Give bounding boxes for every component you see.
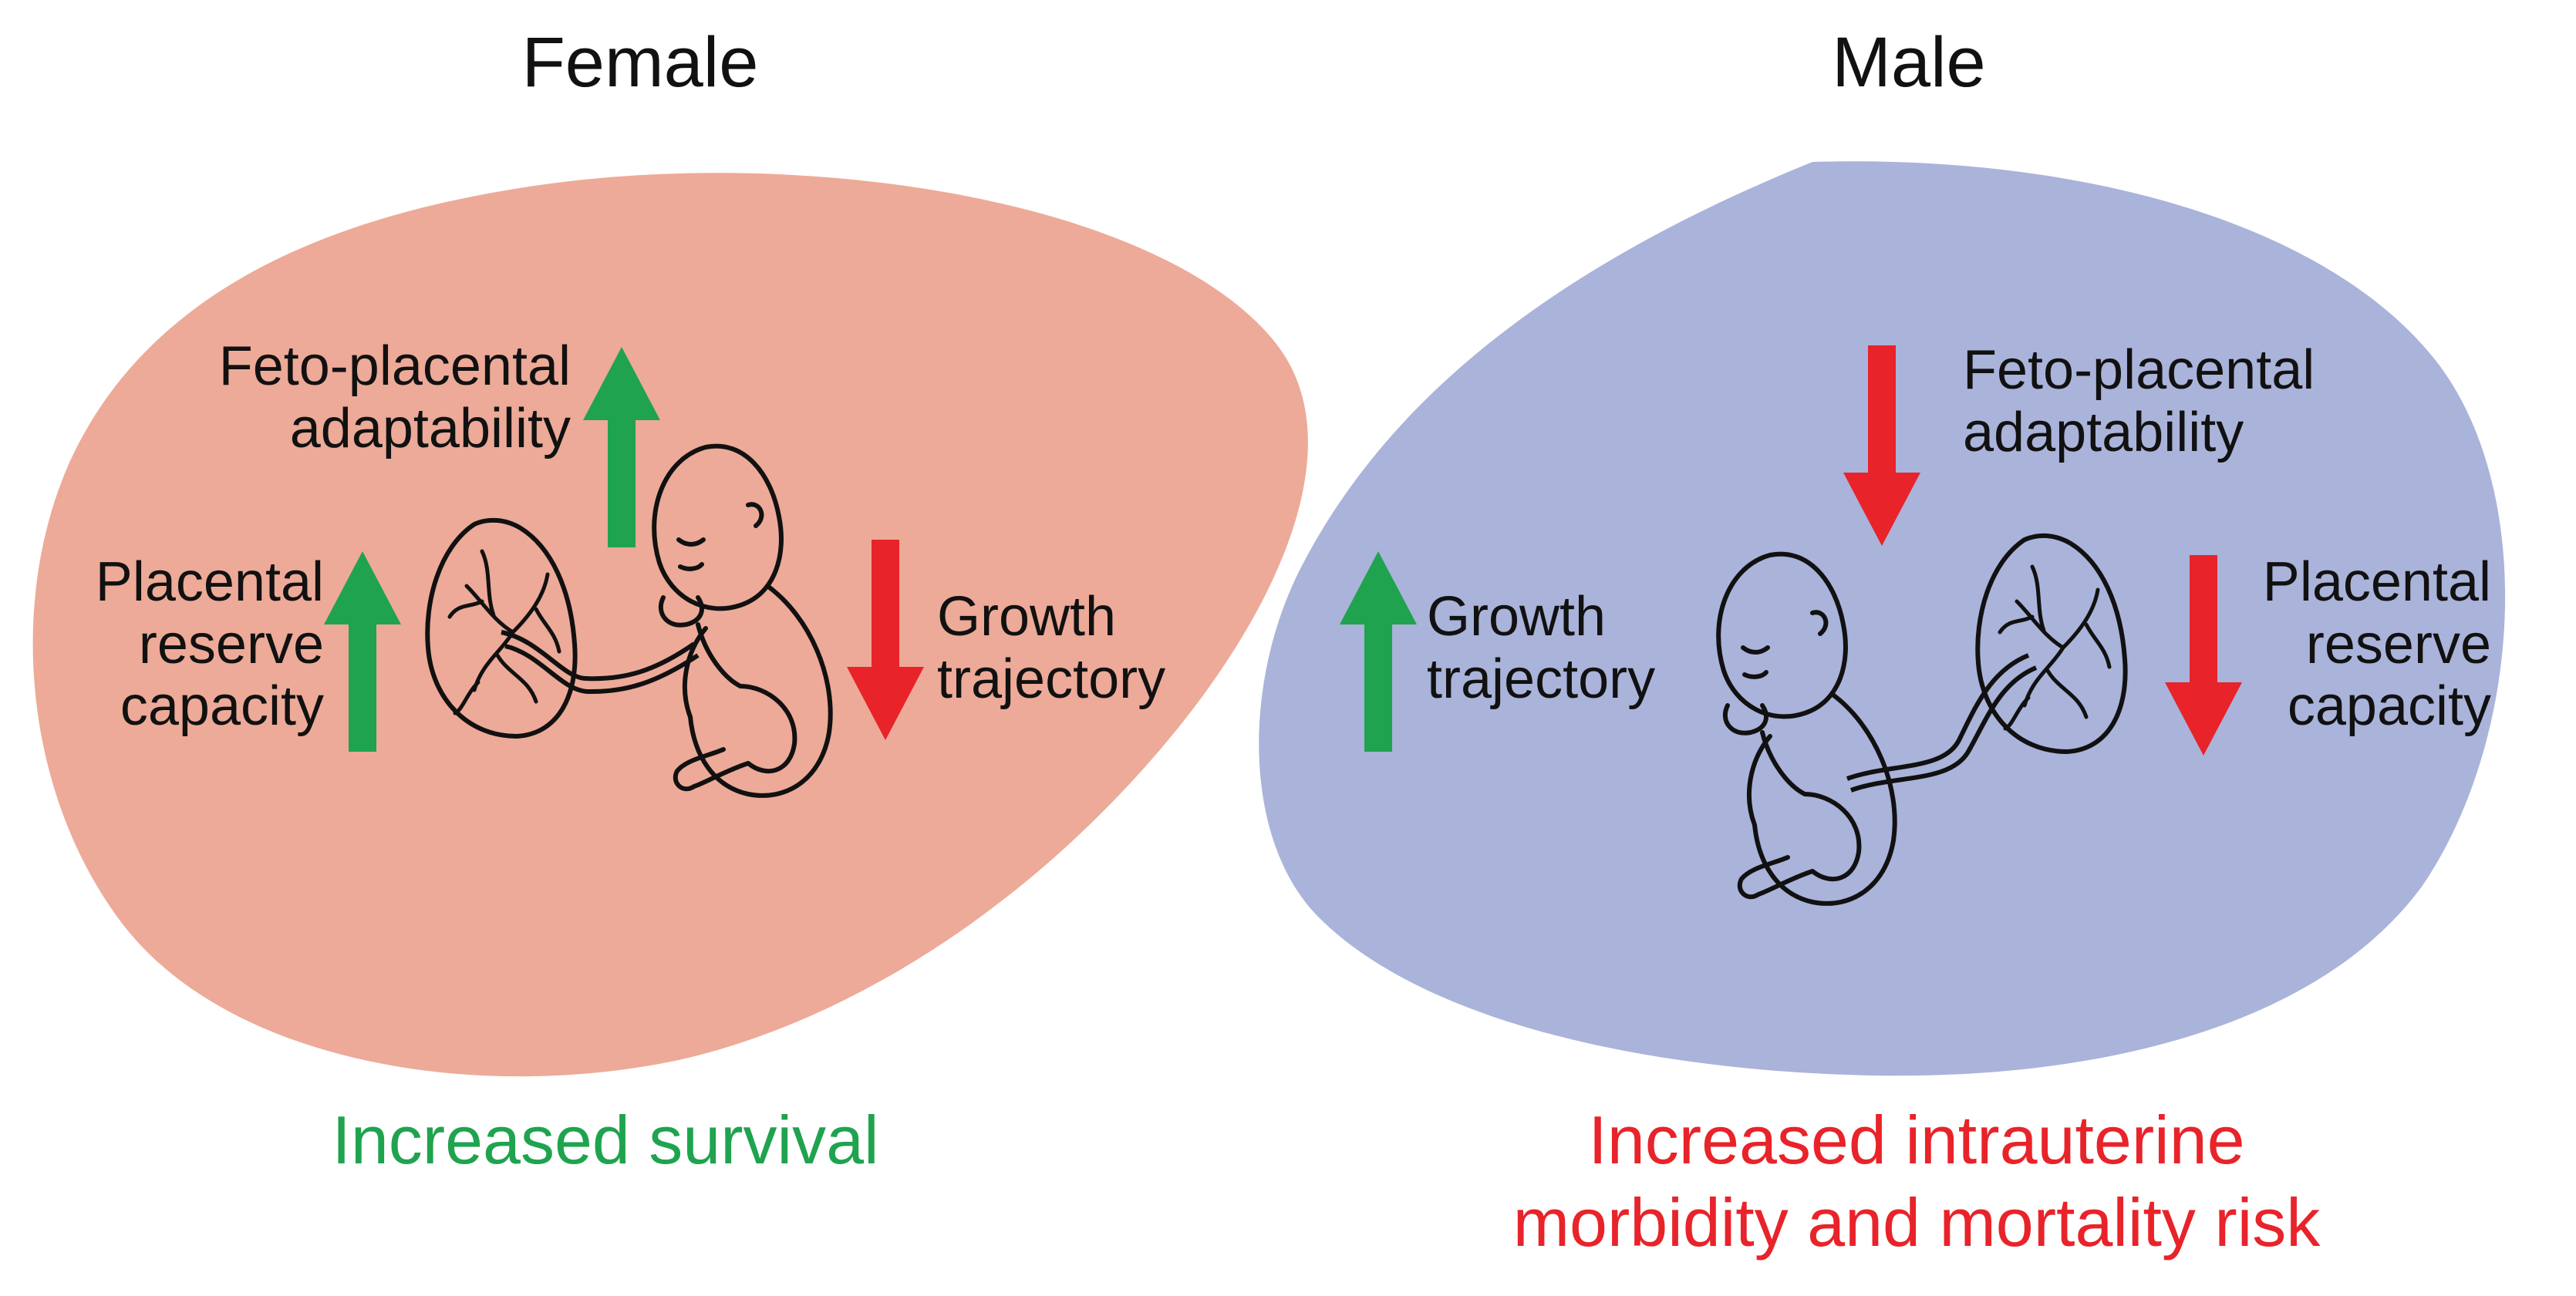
male-reserve-label: Placental reserve capacity	[2262, 551, 2491, 738]
male-heading: Male	[1832, 23, 1986, 102]
umbilical-cord	[1846, 653, 2038, 793]
male-outcome: Increased intrauterine morbidity and mor…	[1512, 1102, 2321, 1261]
female-reserve-label: Placental reserve capacity	[95, 551, 324, 738]
male-adaptability-label: Feto-placental adaptability	[1963, 339, 2315, 463]
male-region	[1259, 161, 2506, 1076]
female-growth-label: Growth trajectory	[937, 586, 1166, 710]
female-heading: Female	[521, 23, 759, 102]
female-outcome: Increased survival	[332, 1102, 879, 1178]
male-growth-label: Growth trajectory	[1427, 586, 1656, 710]
umbilical-cord	[501, 630, 700, 695]
female-adaptability-label: Feto-placental adaptability	[218, 335, 571, 459]
